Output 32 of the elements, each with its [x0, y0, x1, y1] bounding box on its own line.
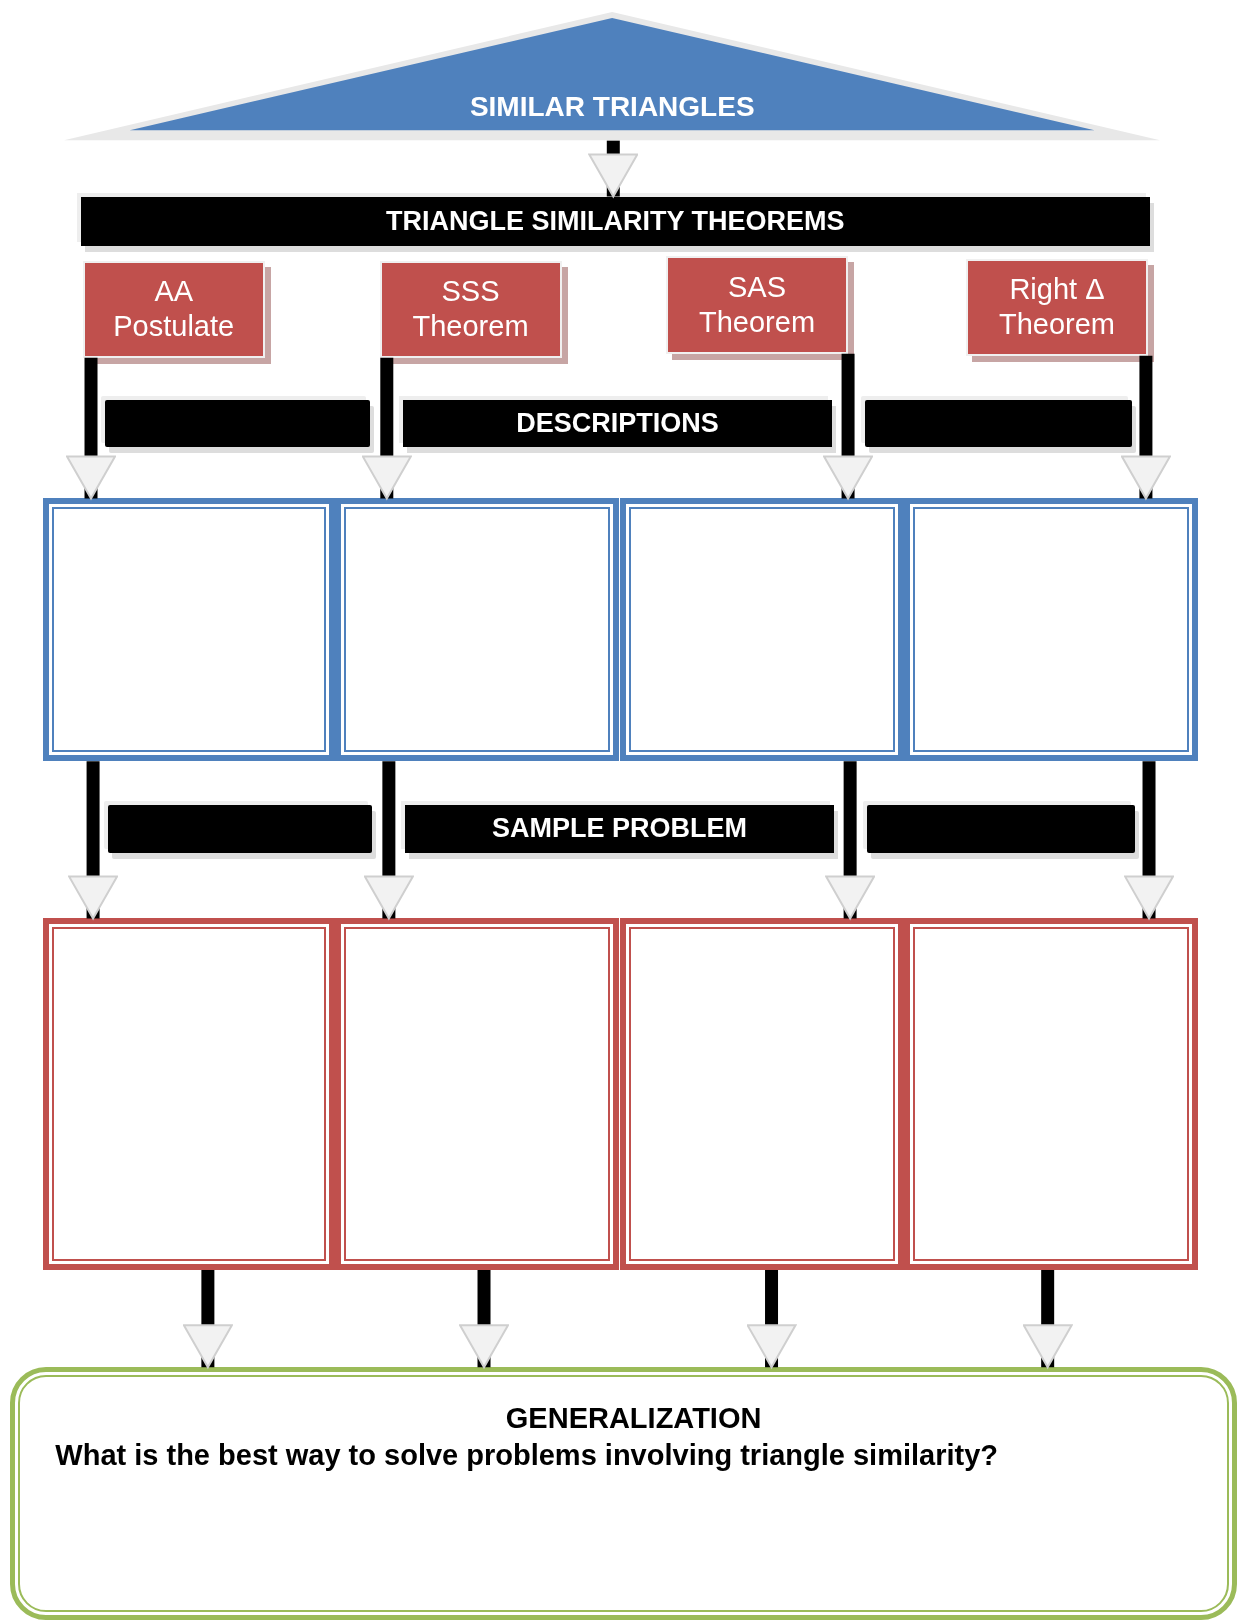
- arrow: [66, 357, 116, 500]
- theorem-label: AA Postulate: [112, 274, 236, 344]
- theorem-label: SAS Theorem: [698, 270, 817, 340]
- arrow: [361, 357, 412, 500]
- arrow: [746, 1270, 797, 1369]
- generalization-box: [10, 1367, 1237, 1620]
- arrow: [182, 1270, 233, 1369]
- theorem-label: SSS Theorem: [411, 274, 530, 344]
- description-box: [335, 498, 620, 762]
- heading-text: SAMPLE PROBLEM: [491, 813, 747, 845]
- arrow: [68, 761, 119, 920]
- arrow: [1022, 1270, 1073, 1369]
- arrow: [1120, 355, 1171, 500]
- arrow: [459, 1270, 509, 1369]
- arrow: [825, 761, 876, 920]
- arrow: [588, 140, 639, 198]
- description-box: [619, 498, 904, 762]
- theorem-label: Right Δ Theorem: [997, 272, 1116, 342]
- heading-text: DESCRIPTIONS: [516, 408, 719, 439]
- section-heading: GENERALIZATION: [505, 1402, 762, 1436]
- sample-problem-box: [43, 918, 336, 1270]
- sample-problem-box: [903, 918, 1198, 1270]
- heading-text: TRIANGLE SIMILARITY THEOREMS: [386, 205, 845, 237]
- title-text: SIMILAR TRIANGLES: [469, 90, 755, 123]
- arrow: [363, 761, 414, 920]
- arrow: [1124, 761, 1174, 920]
- arrow: [823, 353, 874, 500]
- sample-problem-box: [619, 918, 904, 1270]
- sample-problem-box: [335, 918, 620, 1270]
- description-box: [903, 498, 1198, 762]
- question-text: What is the best way to solve problems involving triangle similarity?: [55, 1439, 999, 1473]
- description-box: [43, 498, 336, 762]
